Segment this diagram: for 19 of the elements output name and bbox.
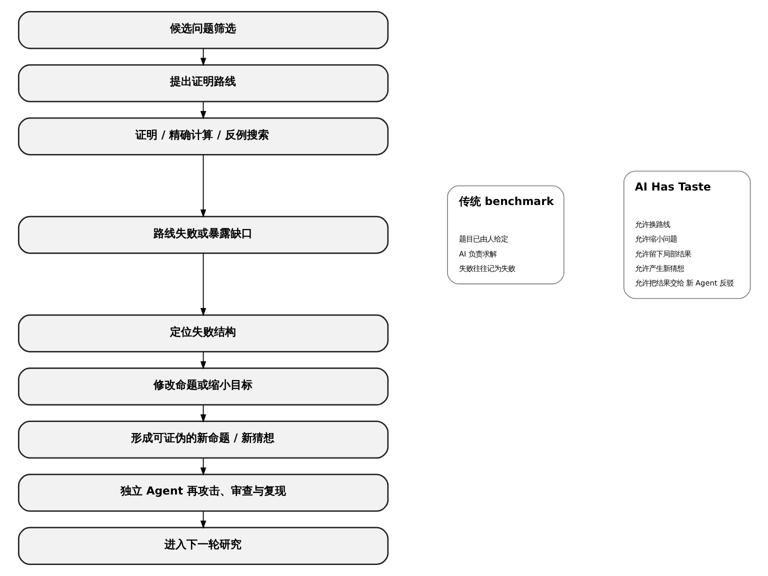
arrow [200,510,206,529]
node-box: 独立 Agent 再攻击、审查与复现 [17,474,388,512]
arrow [200,154,206,218]
node-box: 候选问题筛选 [17,11,388,50]
arrow [200,253,206,316]
node-box: 传统 benchmark 题目已由人给定 AI 负责求解 失败往往记为失败 [446,185,564,284]
arrow [200,404,206,423]
node-box: 提出证明路线 [17,64,388,102]
node-box: 路线失败或暴露缺口 [17,216,388,254]
node-box: 进入下一轮研究 [17,526,388,565]
node-box: 形成可证伪的新命题 / 新猜想 [17,420,388,459]
arrow [200,48,206,66]
node-box: 定位失败结构 [17,314,388,352]
arrow [200,458,206,476]
arrow [200,101,206,120]
node-box: 修改命题或缩小目标 [17,367,388,406]
node-box: 证明 / 精确计算 / 反例搜索 [17,117,388,156]
node-box: AI Has Taste 允许换路线 允许缩小问题 允许留下局部结果 允许产生新猜想 允许把结果交给 新 Agent 反驳 [622,170,750,299]
arrow [200,351,206,370]
